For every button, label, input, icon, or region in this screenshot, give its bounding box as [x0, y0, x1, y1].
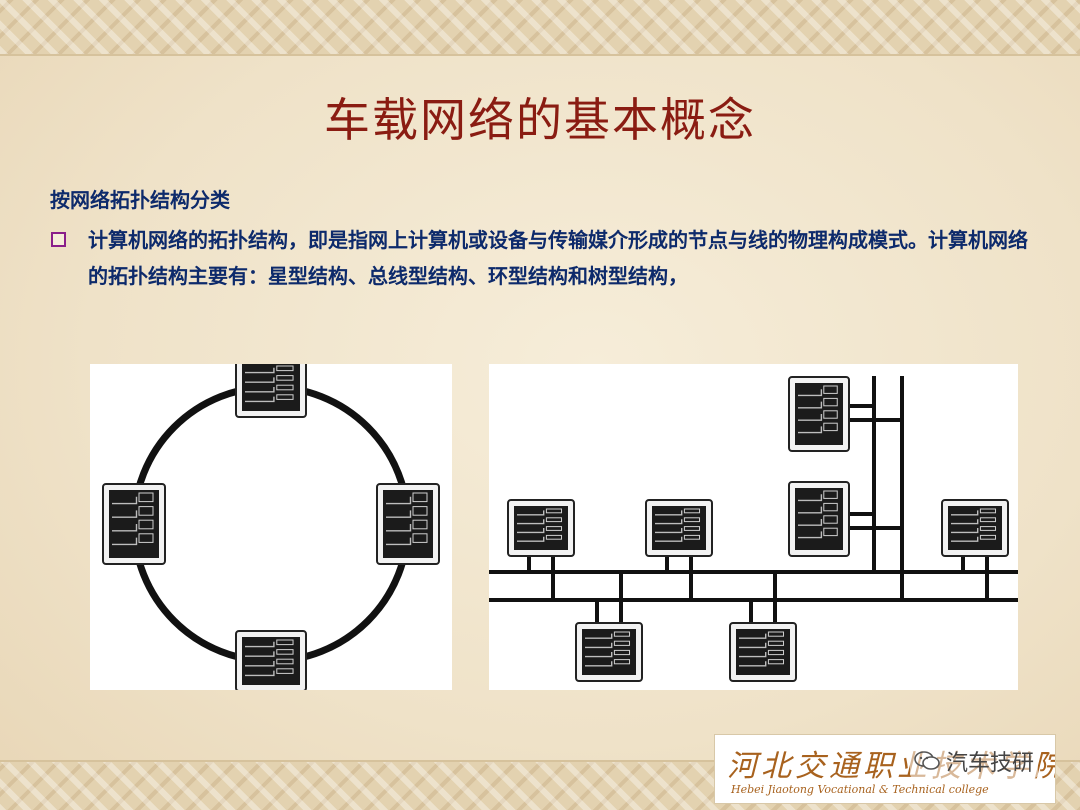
bus-topology-diagram — [489, 376, 1018, 682]
bus-node-3 — [507, 499, 575, 557]
ring-node-1 — [235, 356, 307, 418]
ring-node-4 — [102, 483, 166, 565]
bus-node-5 — [941, 499, 1009, 557]
bus-node-4 — [645, 499, 713, 557]
ring-cable — [130, 383, 412, 665]
logo-english-text: Hebei Jiaotong Vocational & Technical co… — [731, 783, 989, 796]
watermark: 汽车技研 — [910, 744, 1039, 778]
slide-title: 车载网络的基本概念 — [324, 93, 756, 147]
bus-topology-figure — [489, 364, 1018, 690]
decorative-top-border — [0, 0, 1080, 56]
bus-node-6 — [575, 622, 643, 682]
watermark-text: 汽车技研 — [946, 751, 1035, 776]
ring-topology-diagram — [102, 356, 440, 692]
ring-topology-figure — [90, 356, 452, 692]
ring-node-2 — [376, 483, 440, 565]
bus-node-7 — [729, 622, 797, 682]
bus-node-1 — [788, 376, 850, 452]
section-subheading: 按网络拓扑结构分类 — [50, 188, 230, 212]
bullet-square-icon — [51, 232, 66, 247]
bullet-paragraph: 计算机网络的拓扑结构，即是指网上计算机或设备与传输媒介形成的节点与线的物理构成模… — [88, 228, 1028, 288]
bus-node-2 — [788, 481, 850, 557]
ring-node-3 — [235, 630, 307, 692]
wechat-icon — [914, 751, 940, 770]
